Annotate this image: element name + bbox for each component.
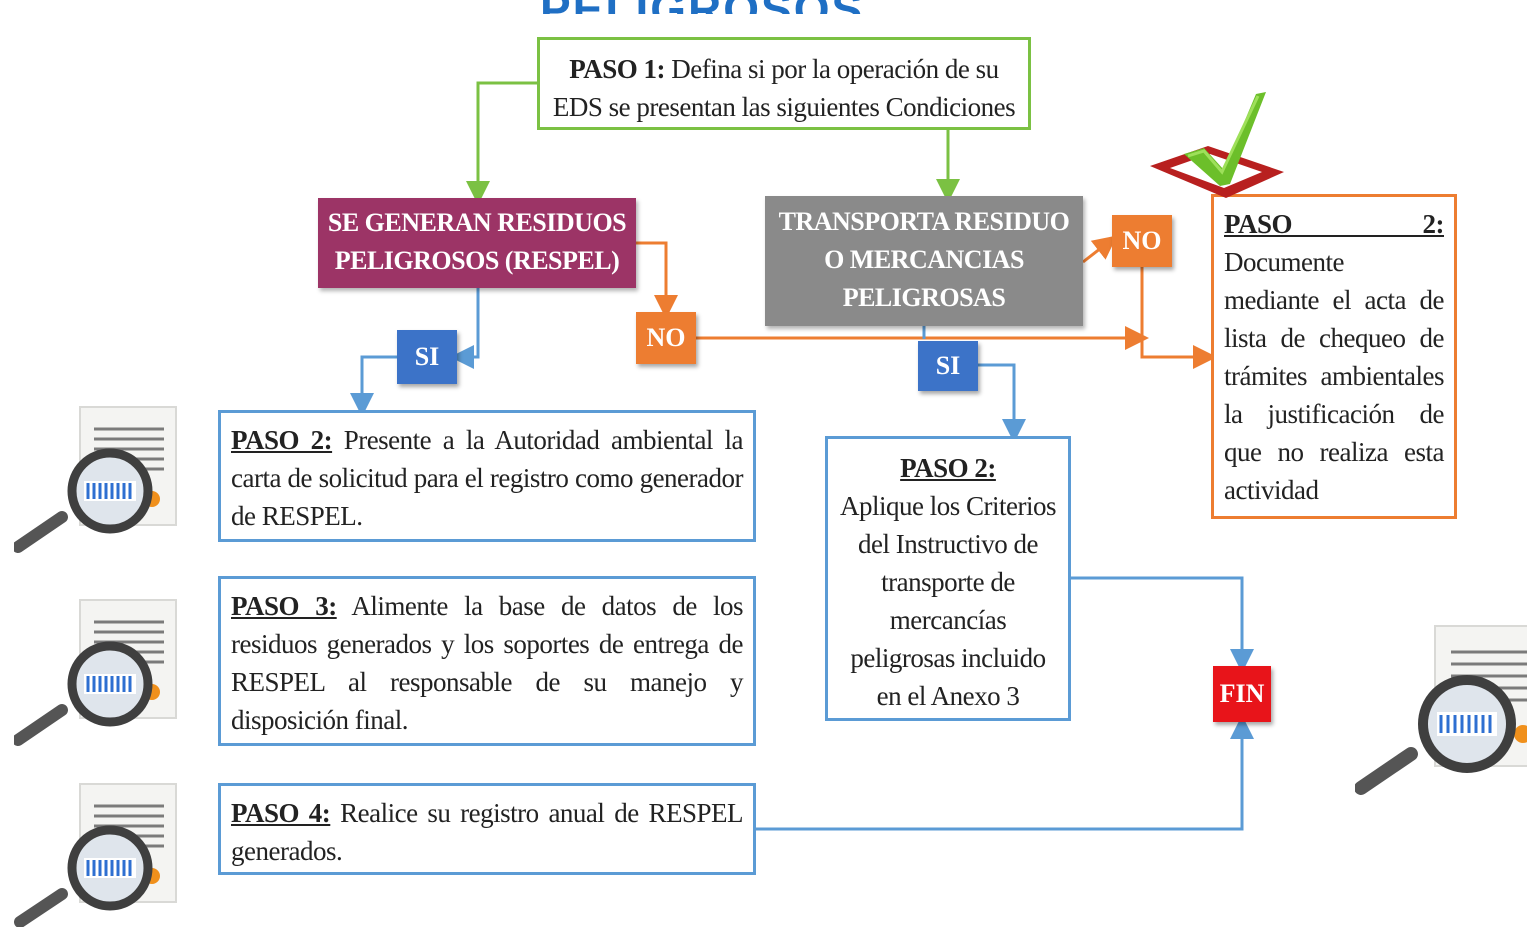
respel-text: SE GENERAN RESIDUOS PELIGROSOS (RESPEL)	[327, 208, 627, 275]
transporta-box: TRANSPORTA RESIDUO O MERCANCIAS PELIGROS…	[765, 196, 1083, 326]
paso2-documente-text: Documente mediante el acta de lista de c…	[1224, 247, 1445, 505]
si-tag-left: SI	[397, 330, 457, 384]
paso4-text: Realice su registro anual de RESPEL gene…	[231, 798, 744, 866]
paso2-respel-box: PASO 2: Presente a la Autoridad ambienta…	[218, 410, 756, 542]
paso2-respel-text: Presente a la Autoridad ambiental la car…	[231, 425, 744, 531]
paso4-label: PASO 4:	[231, 798, 331, 828]
document-magnifier-icon	[14, 599, 177, 746]
no-tag-center: NO	[636, 312, 696, 364]
document-magnifier-icon	[14, 406, 177, 553]
paso2-documente-label: PASO 2:	[1224, 209, 1445, 239]
paso3-text: Alimente la base de datos de los residuo…	[231, 591, 744, 735]
document-magnifier-icon	[1355, 625, 1527, 795]
no-tag-right: NO	[1112, 215, 1172, 267]
paso2-documente-box: PASO 2: Documente mediante el acta de li…	[1211, 194, 1457, 519]
paso2-transporte-text: Aplique los Criterios del Instructivo de…	[840, 491, 1056, 711]
paso1-box: PASO 1: Defina si por la operación de su…	[537, 37, 1031, 130]
top-title-fragment: PELIGROSOS	[540, 0, 1040, 14]
fin-tag: FIN	[1213, 666, 1271, 722]
paso3-label: PASO 3:	[231, 591, 337, 621]
respel-box: SE GENERAN RESIDUOS PELIGROSOS (RESPEL)	[318, 198, 636, 288]
document-magnifier-icon	[14, 783, 177, 927]
paso4-box: PASO 4: Realice su registro anual de RES…	[218, 783, 756, 875]
si-tag-right: SI	[918, 341, 978, 391]
paso2-transporte-label: PASO 2:	[900, 453, 996, 483]
paso2-transporte-box: PASO 2: Aplique los Criterios del Instru…	[825, 436, 1071, 721]
paso2-respel-label: PASO 2:	[231, 425, 333, 455]
paso1-text: Defina si por la operación de su EDS se …	[552, 54, 1016, 122]
transporta-text: TRANSPORTA RESIDUO O MERCANCIAS PELIGROS…	[778, 207, 1070, 312]
paso1-label: PASO 1:	[569, 54, 666, 84]
paso3-box: PASO 3: Alimente la base de datos de los…	[218, 576, 756, 746]
checkmark-icon	[1150, 92, 1284, 198]
